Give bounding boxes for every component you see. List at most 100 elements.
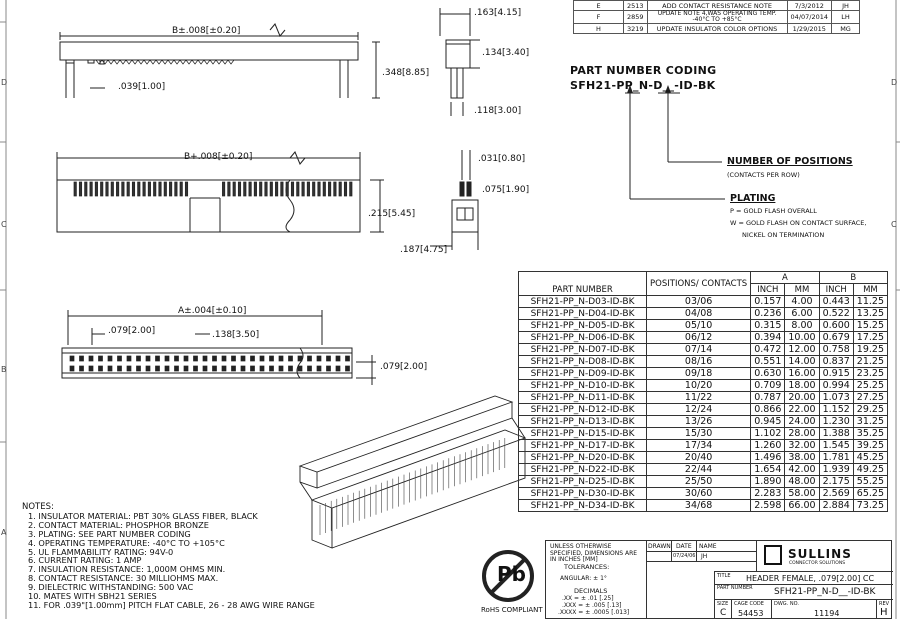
cell-a-inch: 0.866: [750, 403, 786, 416]
cell-b-mm: 31.25: [852, 415, 889, 428]
contact-tooth: [147, 181, 151, 197]
tb-cage: 54453: [738, 609, 764, 618]
tb-drawn-date: 07/24/06: [673, 553, 696, 559]
dim-mid-b: B+.008[±0.20]: [184, 152, 253, 162]
revision-rev: E: [573, 0, 624, 11]
contact-pin: [212, 355, 217, 362]
dim-top-height: .348[8.85]: [382, 68, 430, 78]
cell-a-inch: 1.102: [750, 427, 786, 440]
cell-a-mm: 32.00: [784, 439, 820, 452]
cell-positions: 30/60: [646, 487, 752, 500]
contact-tooth: [84, 181, 88, 197]
tb-part: SFH21-PP_N-D__-ID-BK: [774, 587, 876, 597]
note-item: 5. UL FLAMMABILITY RATING: 94V-0: [28, 546, 174, 557]
contact-tooth: [306, 181, 310, 197]
contact-tooth: [253, 181, 257, 197]
cell-a-inch: 0.157: [750, 295, 786, 308]
contact-tooth: [322, 181, 326, 197]
cell-part-number: SFH21-PP_N-D13-ID-BK: [517, 415, 648, 428]
tb-angular: ANGULAR: ± 1°: [560, 575, 607, 582]
cell-b-mm: 11.25: [852, 295, 889, 308]
revision-by: MG: [831, 23, 861, 34]
contact-tooth: [121, 181, 125, 197]
tb-dec2: .XXX = ± .005 [.13]: [562, 602, 622, 609]
cell-positions: 17/34: [646, 439, 752, 452]
cell-part-number: SFH21-PP_N-D06-ID-BK: [517, 331, 648, 344]
cell-positions: 03/06: [646, 295, 752, 308]
contact-pin: [259, 355, 265, 362]
contact-tooth: [158, 181, 162, 197]
cell-part-number: SFH21-PP_N-D08-ID-BK: [517, 355, 648, 368]
middle-view: [56, 151, 384, 233]
cell-part-number: SFH21-PP_N-D11-ID-BK: [517, 391, 648, 404]
tb-dwg-label: DWG. NO.: [774, 601, 799, 607]
contact-tooth: [243, 181, 247, 197]
cell-positions: 15/30: [646, 427, 752, 440]
cell-b-inch: 1.230: [818, 415, 854, 428]
th-b-inch: INCH: [818, 283, 854, 296]
cell-b-inch: 2.884: [818, 499, 854, 512]
contact-tooth: [174, 181, 178, 197]
cell-positions: 08/16: [646, 355, 752, 368]
frame-letter-c: C: [1, 220, 7, 229]
tb-title-label: TITLE: [717, 573, 731, 579]
cell-part-number: SFH21-PP_N-D05-ID-BK: [517, 319, 648, 332]
revision-date: 1/29/2015: [786, 23, 833, 34]
frame-letter-d-right: D: [891, 78, 898, 87]
positions-note: (CONTACTS PER ROW): [727, 171, 800, 179]
cell-a-inch: 1.496: [750, 451, 786, 464]
cell-a-mm: 58.00: [784, 487, 820, 500]
th-a-mm: MM: [784, 283, 820, 296]
contact-pin: [316, 355, 322, 362]
cell-a-inch: 0.236: [750, 307, 786, 320]
cell-b-inch: 0.758: [818, 343, 854, 356]
top-front-view: [59, 23, 380, 99]
contact-tooth: [110, 181, 114, 197]
cell-a-mm: 14.00: [784, 355, 820, 368]
positions-table: PART NUMBER POSITIONS/ CONTACTS A B INCH…: [517, 271, 889, 512]
contact-pin: [117, 365, 122, 372]
contact-pin: [117, 355, 122, 362]
revision-ecn: 2859: [623, 10, 648, 24]
contact-pin: [307, 355, 312, 362]
plating-p: P = GOLD FLASH OVERALL: [730, 207, 817, 215]
cell-b-inch: 0.443: [818, 295, 854, 308]
dim-bot-a: A±.004[±0.10]: [178, 306, 247, 316]
contact-pin: [335, 355, 341, 362]
cell-b-inch: 0.915: [818, 367, 854, 380]
contact-tooth: [259, 181, 263, 197]
dim-bot-row: .138[3.50]: [212, 330, 260, 340]
note-item: 2. CONTACT MATERIAL: PHOSPHOR BRONZE: [28, 519, 209, 530]
contact-pin: [297, 355, 303, 362]
cell-a-mm: 38.00: [784, 451, 820, 464]
contact-pin: [326, 365, 331, 372]
contact-pin: [98, 355, 103, 362]
rohs-label: RoHS COMPLIANT: [481, 606, 543, 614]
isometric-view: [298, 395, 527, 549]
plating-label: PLATING: [730, 193, 776, 204]
bottom-view: [61, 310, 376, 385]
contact-pin: [136, 365, 141, 372]
cell-b-mm: 23.25: [852, 367, 889, 380]
contact-pin: [212, 365, 217, 372]
cell-a-mm: 28.00: [784, 427, 820, 440]
contact-pin: [174, 355, 179, 362]
contact-tooth: [105, 181, 109, 197]
revision-by: LH: [831, 10, 861, 24]
cell-a-mm: 6.00: [784, 307, 820, 320]
contact-tooth: [333, 181, 337, 197]
cell-a-inch: 1.260: [750, 439, 786, 452]
revision-desc: ADD CONTACT RESISTANCE NOTE: [646, 0, 788, 11]
contact-pin: [69, 365, 75, 372]
tb-part-label: PART NUMBER: [717, 585, 753, 591]
cell-b-mm: 15.25: [852, 319, 889, 332]
contact-pin: [221, 365, 227, 372]
